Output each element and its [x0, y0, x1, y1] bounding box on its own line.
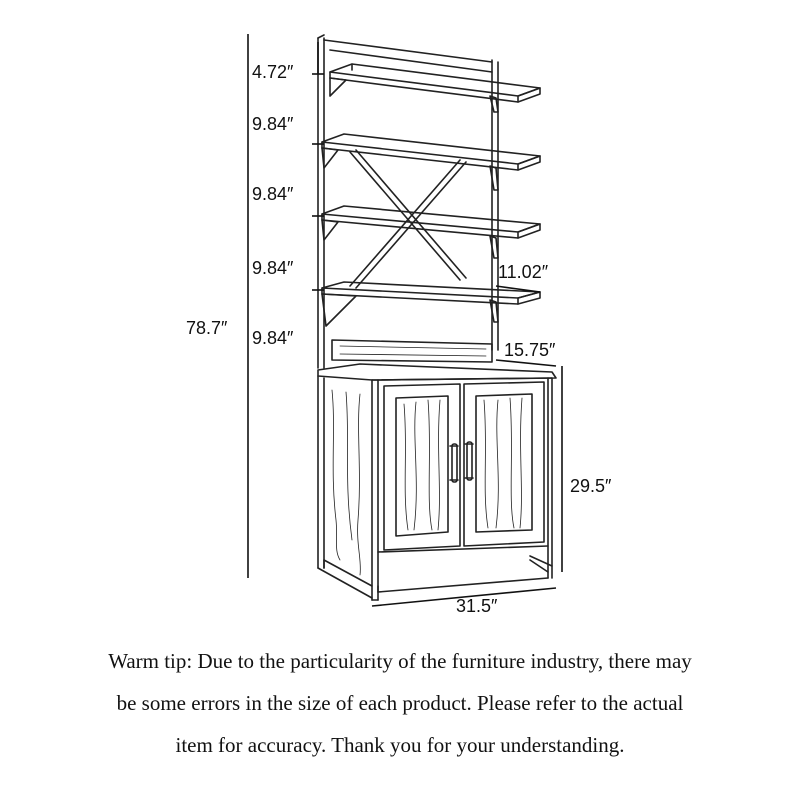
door-handles: [449, 441, 474, 483]
width-line: [371, 587, 557, 607]
shelf-depth-line: [495, 285, 541, 293]
total-height-label: 78.7″: [186, 318, 228, 338]
backboard: [331, 339, 493, 363]
shelf-depth-label: 11.02″: [498, 262, 549, 282]
hutch-frame: [317, 34, 499, 369]
right-door: [463, 381, 545, 547]
shelf-3: [321, 205, 541, 259]
warm-tip-line-3: item for accuracy. Thank you for your un…: [175, 733, 625, 757]
cabinet: [317, 363, 557, 601]
width-label: 31.5″: [456, 596, 498, 616]
cabinet-depth-label: 15.75″: [504, 340, 556, 360]
furniture-dimension-diagram: 78.7″ 4.72″ 9.84″ 9.84″ 9.84″ 9.84″ 11.0…: [186, 34, 612, 616]
gap2-label: 9.84″: [252, 184, 294, 204]
warm-tip-line-2: be some errors in the size of each produ…: [116, 691, 684, 715]
gap1-label: 9.84″: [252, 114, 294, 134]
top-gap-label: 4.72″: [252, 62, 294, 82]
warm-tip-text: Warm tip: Due to the particularity of th…: [20, 640, 780, 766]
gap3-label: 9.84″: [252, 258, 294, 278]
warm-tip-line-1: Warm tip: Due to the particularity of th…: [108, 649, 692, 673]
left-door: [383, 383, 461, 551]
shelf-2: [321, 133, 541, 191]
gap4-label: 9.84″: [252, 328, 294, 348]
shelf-1: [329, 63, 541, 113]
x-brace: [349, 149, 467, 289]
cabinet-height-label: 29.5″: [570, 476, 612, 496]
cabinet-depth-line: [495, 359, 557, 367]
shelf-4: [321, 281, 541, 327]
